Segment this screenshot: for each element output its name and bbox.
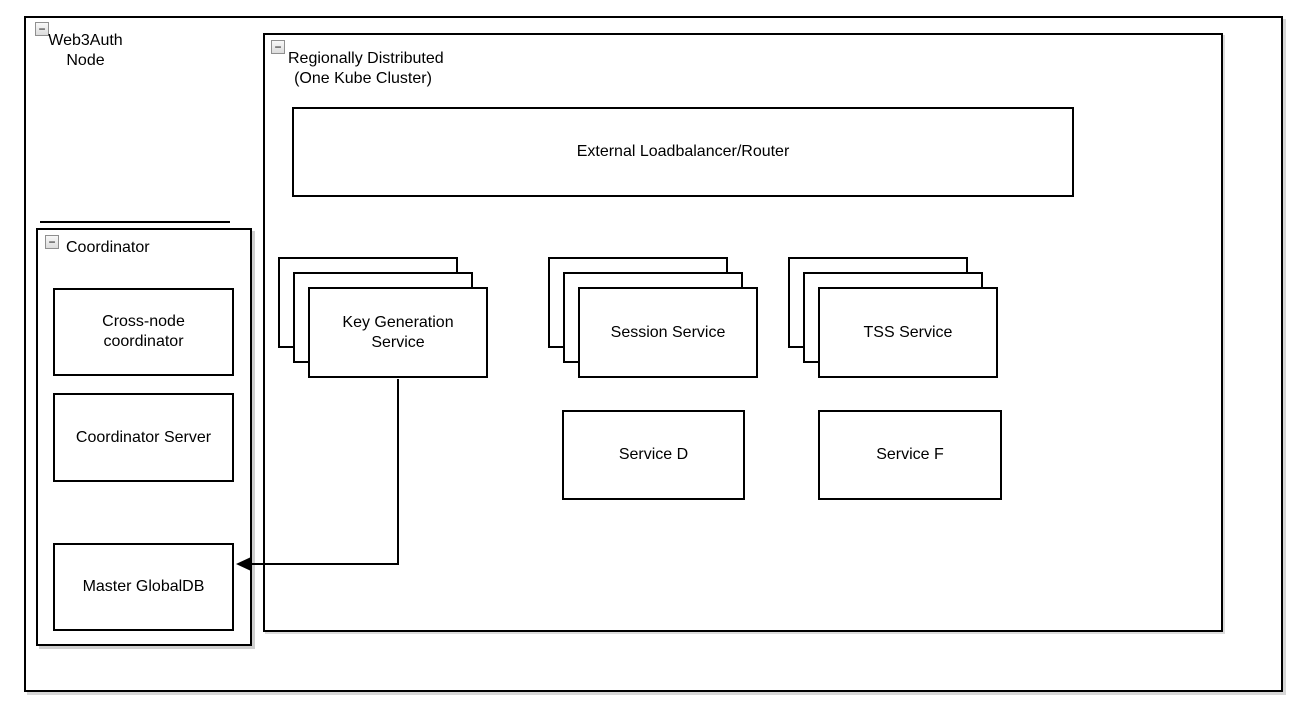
coordinator-group-back-edge (40, 221, 230, 223)
tss-service-label: TSS Service (863, 323, 953, 341)
coordinator-label: Coordinator (66, 239, 150, 256)
cross-node-coordinator-box[interactable]: Cross-node coordinator (53, 288, 234, 376)
master-globaldb-box[interactable]: Master GlobalDB (53, 543, 234, 631)
session-service-label: Session Service (610, 323, 726, 341)
service-f-label: Service F (876, 446, 944, 463)
external-loadbalancer-box[interactable]: External Loadbalancer/Router (292, 107, 1074, 197)
regionally-distributed-label-line1: Regionally Distributed (288, 50, 444, 67)
session-service-box[interactable]: Session Service (578, 287, 758, 378)
key-generation-service-label-line2: Service (371, 333, 425, 351)
coordinator-server-box[interactable]: Coordinator Server (53, 393, 234, 482)
collapse-icon[interactable]: − (35, 22, 49, 36)
collapse-icon[interactable]: − (271, 40, 285, 54)
key-generation-service-box[interactable]: Key Generation Service (308, 287, 488, 378)
tss-service-box[interactable]: TSS Service (818, 287, 998, 378)
key-generation-service-label-line1: Key Generation (342, 313, 454, 331)
cross-node-coordinator-label-line2: coordinator (103, 333, 184, 350)
regionally-distributed-label-line2: (One Kube Cluster) (294, 70, 432, 87)
collapse-icon[interactable]: − (45, 235, 59, 249)
web3auth-node-label-line1: Web3Auth (48, 32, 123, 49)
service-d-box[interactable]: Service D (562, 410, 745, 500)
regionally-distributed-label: Regionally Distributed (One Kube Cluster… (288, 49, 444, 89)
coordinator-server-label: Coordinator Server (75, 428, 212, 446)
external-loadbalancer-label: External Loadbalancer/Router (576, 143, 790, 160)
web3auth-node-label-line2: Node (66, 52, 105, 69)
service-d-label: Service D (618, 446, 689, 463)
web3auth-node-label: Web3Auth Node (38, 31, 133, 71)
cross-node-coordinator-label-line1: Cross-node (102, 313, 185, 330)
master-globaldb-label: Master GlobalDB (82, 578, 205, 595)
service-f-box[interactable]: Service F (818, 410, 1002, 500)
